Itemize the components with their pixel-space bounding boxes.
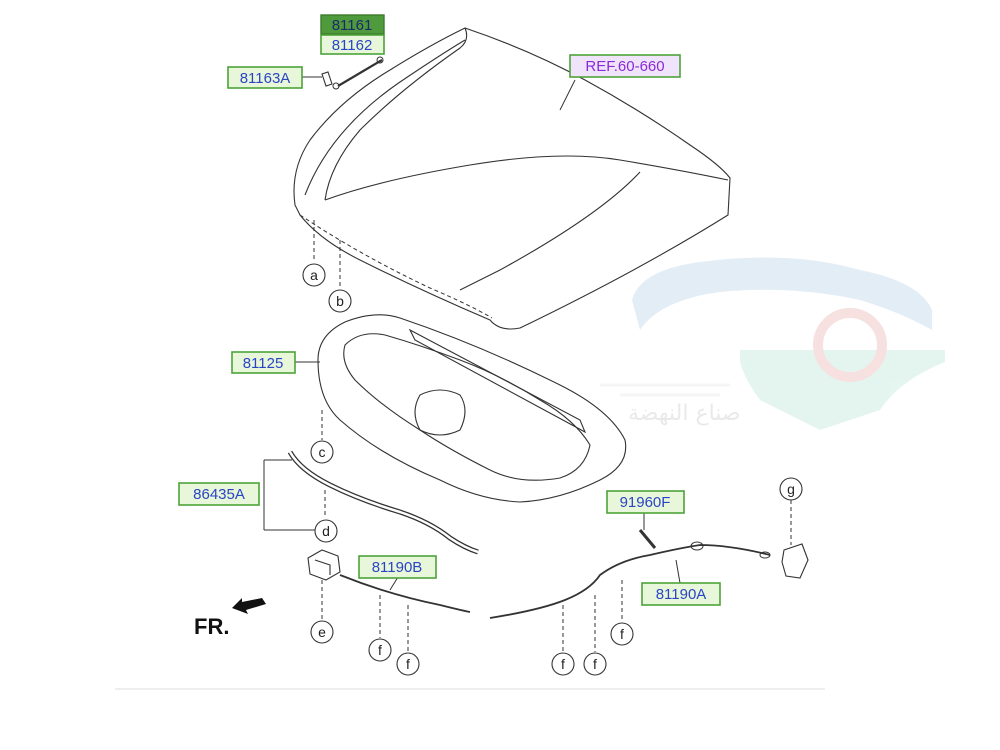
watermark-logo: صناع النهضة (600, 257, 945, 430)
svg-text:e: e (318, 624, 326, 640)
label-86435A: 86435A (178, 482, 260, 506)
callout-c: c (310, 440, 334, 464)
label-81163A: 81163A (227, 66, 303, 89)
callout-f-3: f (551, 652, 575, 676)
watermark-text: صناع النهضة (628, 401, 741, 426)
label-81125: 81125 (231, 351, 296, 374)
release-cable (339, 541, 771, 619)
callout-f-1: f (368, 638, 392, 662)
callout-f-2: f (396, 652, 420, 676)
hood-insulator-pad (317, 314, 627, 503)
svg-text:81190B: 81190B (372, 559, 423, 576)
svg-text:f: f (561, 656, 565, 672)
leader-lines (263, 76, 681, 591)
svg-text:a: a (310, 267, 318, 283)
label-91960F: 91960F (606, 490, 685, 514)
label-81162: 81162 (320, 34, 385, 55)
svg-text:f: f (620, 626, 624, 642)
label-81161: 81161 (320, 14, 385, 35)
callout-f-4: f (583, 652, 607, 676)
callout-e: e (310, 620, 334, 644)
front-direction-indicator: FR. (194, 598, 266, 639)
callout-g: g (779, 477, 803, 501)
hood-latch (307, 549, 341, 581)
svg-text:g: g (787, 481, 795, 497)
hood-stay (321, 56, 384, 90)
callout-a: a (302, 263, 326, 287)
label-81190A: 81190A (641, 582, 721, 606)
svg-text:d: d (322, 523, 330, 539)
label-ref-60-660: REF.60-660 (569, 54, 681, 78)
svg-text:81125: 81125 (243, 355, 284, 372)
release-handle (781, 543, 809, 579)
svg-text:91960F: 91960F (620, 494, 671, 511)
front-label: FR. (194, 614, 229, 639)
callout-d: d (314, 519, 338, 543)
svg-text:b: b (336, 293, 344, 309)
hood-weatherstrip (287, 450, 479, 555)
svg-text:f: f (593, 656, 597, 672)
svg-text:f: f (378, 642, 382, 658)
callout-b: b (328, 289, 352, 313)
svg-text:81162: 81162 (332, 37, 373, 54)
callout-stems (313, 220, 792, 652)
cable-clip (638, 529, 657, 549)
svg-text:c: c (319, 444, 326, 460)
callout-f-5: f (610, 622, 634, 646)
svg-text:81163A: 81163A (240, 70, 291, 87)
svg-text:81161: 81161 (332, 17, 373, 34)
svg-text:f: f (406, 656, 410, 672)
svg-text:86435A: 86435A (193, 486, 245, 503)
front-arrow-icon (232, 598, 266, 614)
svg-text:81190A: 81190A (656, 586, 707, 603)
svg-text:REF.60-660: REF.60-660 (585, 58, 664, 75)
label-81190B: 81190B (358, 555, 437, 579)
hood-panel (293, 27, 731, 330)
